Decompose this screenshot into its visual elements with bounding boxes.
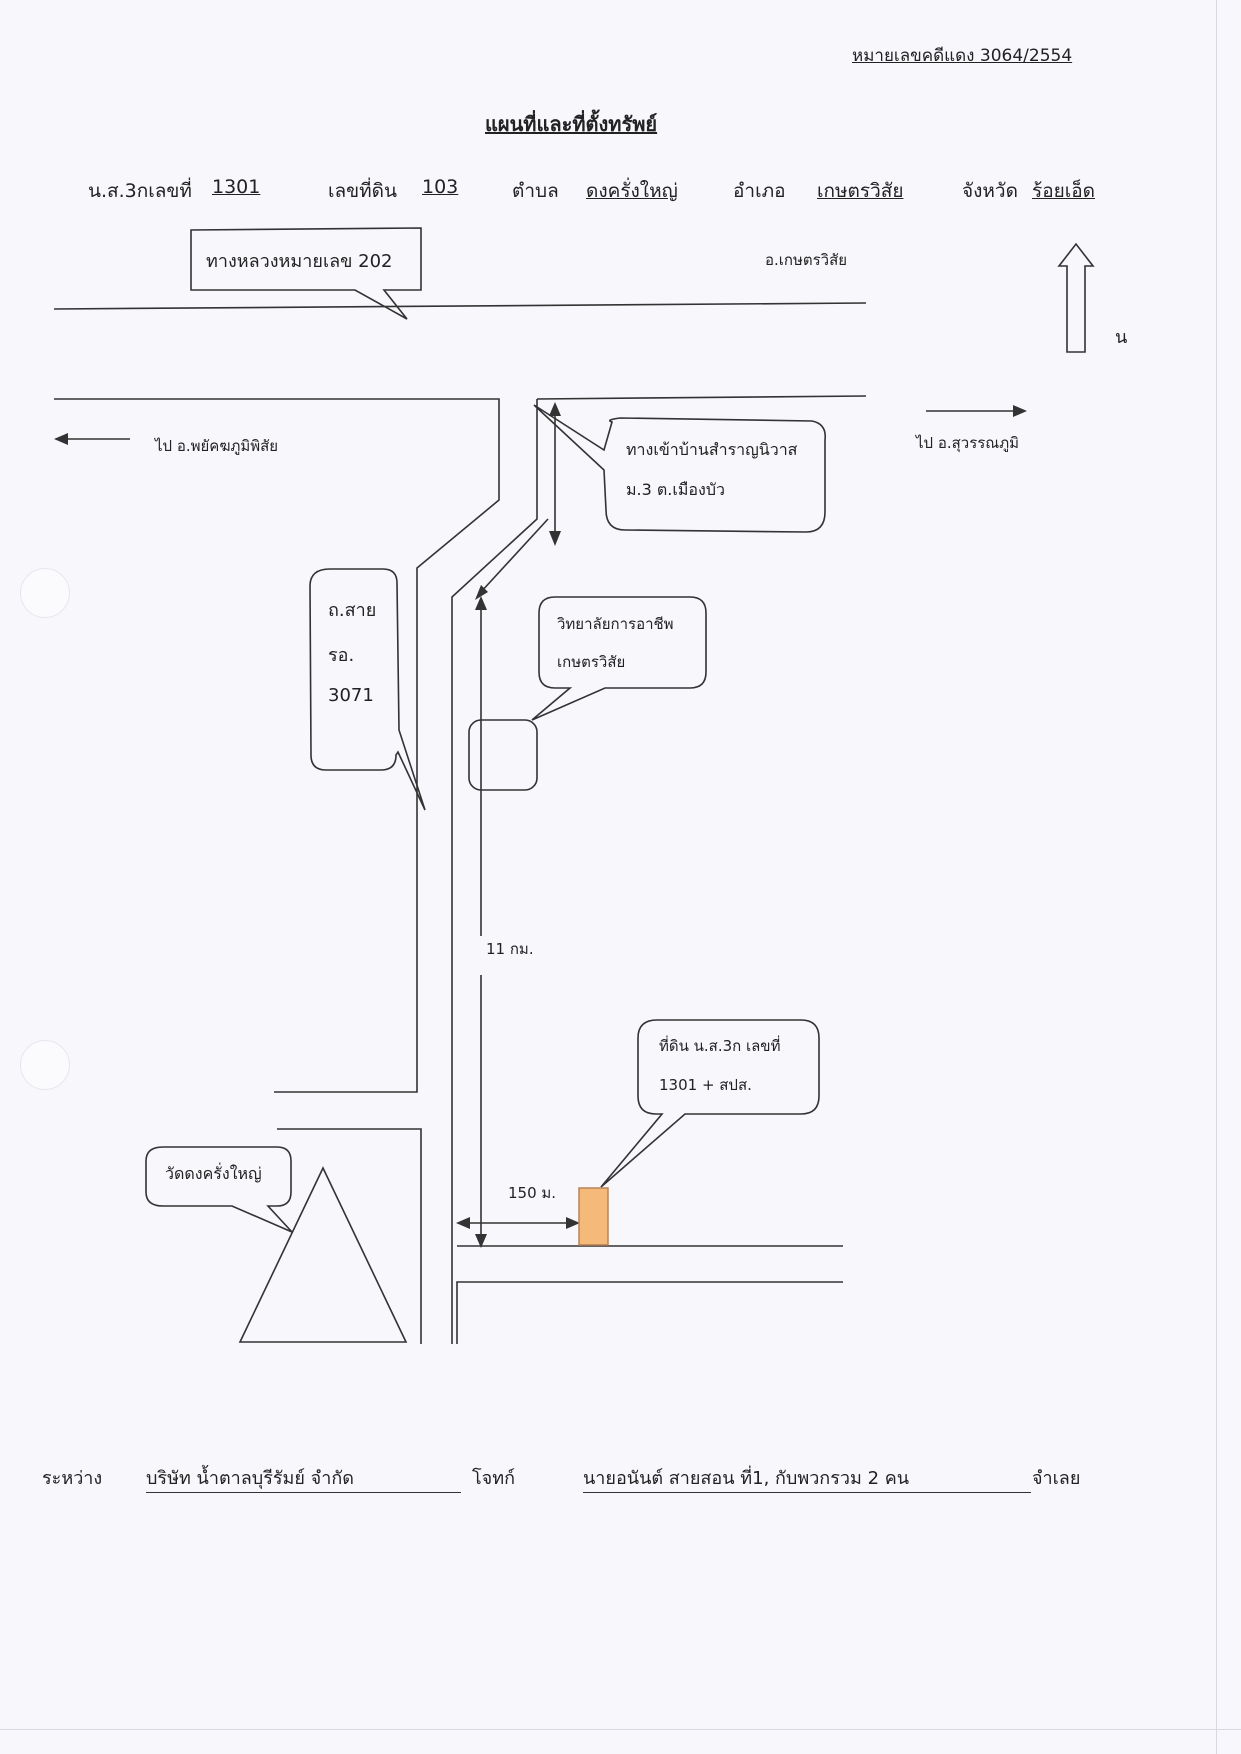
subdistrict-value: ดงครั่งใหญ่ [586, 180, 678, 202]
map-title: แผนที่และที่ตั้งทรัพย์ [485, 112, 658, 136]
road-edge-east [536, 395, 867, 400]
district-label: อำเภอ [733, 180, 786, 202]
property-label-line2: 1301 + สปส. [659, 1076, 752, 1094]
college-label-line1: วิทยาลัยการอาชีพ [557, 615, 674, 633]
temple-label: วัดดงครั่งใหญ่ [165, 1164, 262, 1183]
north-label: น [1115, 327, 1128, 348]
town-label: อ.เกษตรวิสัย [765, 251, 848, 269]
distance-arrow [479, 518, 549, 594]
defendant-label: จำเลย [1032, 1468, 1081, 1489]
highway-label: ทางหลวงหมายเลข 202 [206, 251, 393, 272]
punch-hole [20, 1040, 70, 1090]
title-deed-value: 1301 [212, 176, 261, 198]
property-callout-box [600, 1019, 820, 1188]
road-edge-lower-west [277, 1128, 422, 1344]
distance-long-label: 11 กม. [486, 940, 534, 958]
province-label: จังหวัด [962, 180, 1018, 202]
west-direction-label: ไป อ.พยัคฆภูมิพิสัย [155, 437, 279, 455]
arrowhead-icon [549, 402, 561, 416]
road-callout-box [309, 568, 426, 811]
subdistrict-label: ตำบล [512, 180, 559, 202]
between-label: ระหว่าง [42, 1468, 103, 1489]
highway-road-line [53, 302, 867, 310]
scan-edge [0, 1729, 1241, 1730]
arrowhead-icon [475, 596, 487, 610]
property-label-line1: ที่ดิน น.ส.3ก เลขที่ [659, 1037, 781, 1055]
north-arrow-icon [1057, 242, 1095, 353]
arrowhead-icon [566, 1217, 580, 1229]
road-label-line2: รอ. [328, 645, 355, 666]
district-value: เกษตรวิสัย [817, 180, 904, 202]
highway-callout-box [190, 227, 422, 320]
arrowhead-icon [1013, 405, 1027, 417]
road-edge-west [54, 398, 500, 1093]
east-direction-label: ไป อ.สุวรรณภูมิ [916, 434, 1019, 452]
arrowhead-icon [549, 531, 561, 546]
punch-hole [20, 568, 70, 618]
college-callout-box [531, 596, 707, 721]
village-callout-box [533, 404, 827, 533]
college-label-line2: เกษตรวิสัย [557, 653, 626, 671]
arrowhead-icon [54, 433, 68, 445]
road-edge-inner [451, 399, 538, 1344]
land-no-label: เลขที่ดิน [328, 180, 397, 202]
province-value: ร้อยเอ็ด [1032, 180, 1095, 202]
defendant-name: นายอนันต์ สายสอน ที่1, กับพวกรวม 2 คน [583, 1463, 1031, 1493]
temple-callout-box [145, 1146, 293, 1233]
scan-edge [1216, 0, 1217, 1754]
arrowhead-icon [475, 585, 488, 600]
road-label-line3: 3071 [328, 685, 374, 706]
village-entrance-line1: ทางเข้าบ้านสำราญนิวาส [626, 440, 798, 459]
road-label-line1: ถ.สาย [328, 600, 377, 621]
arrowhead-icon [456, 1217, 470, 1229]
case-number: หมายเลขคดีแดง 3064/2554 [852, 46, 1073, 66]
title-deed-label: น.ส.3กเลขที่ [88, 180, 192, 202]
land-no-value: 103 [422, 176, 459, 198]
property-parcel [578, 1187, 609, 1246]
plaintiff-label: โจทก์ [472, 1468, 515, 1489]
side-road-bottom [456, 1281, 843, 1344]
college-building-icon [468, 719, 538, 791]
temple-triangle-icon [238, 1166, 408, 1343]
plaintiff-name: บริษัท น้ำตาลบุรีรัมย์ จำกัด [146, 1463, 461, 1493]
village-entrance-line2: ม.3 ต.เมืองบัว [626, 480, 725, 499]
arrowhead-icon [475, 1234, 487, 1248]
distance-short-label: 150 ม. [508, 1184, 557, 1202]
